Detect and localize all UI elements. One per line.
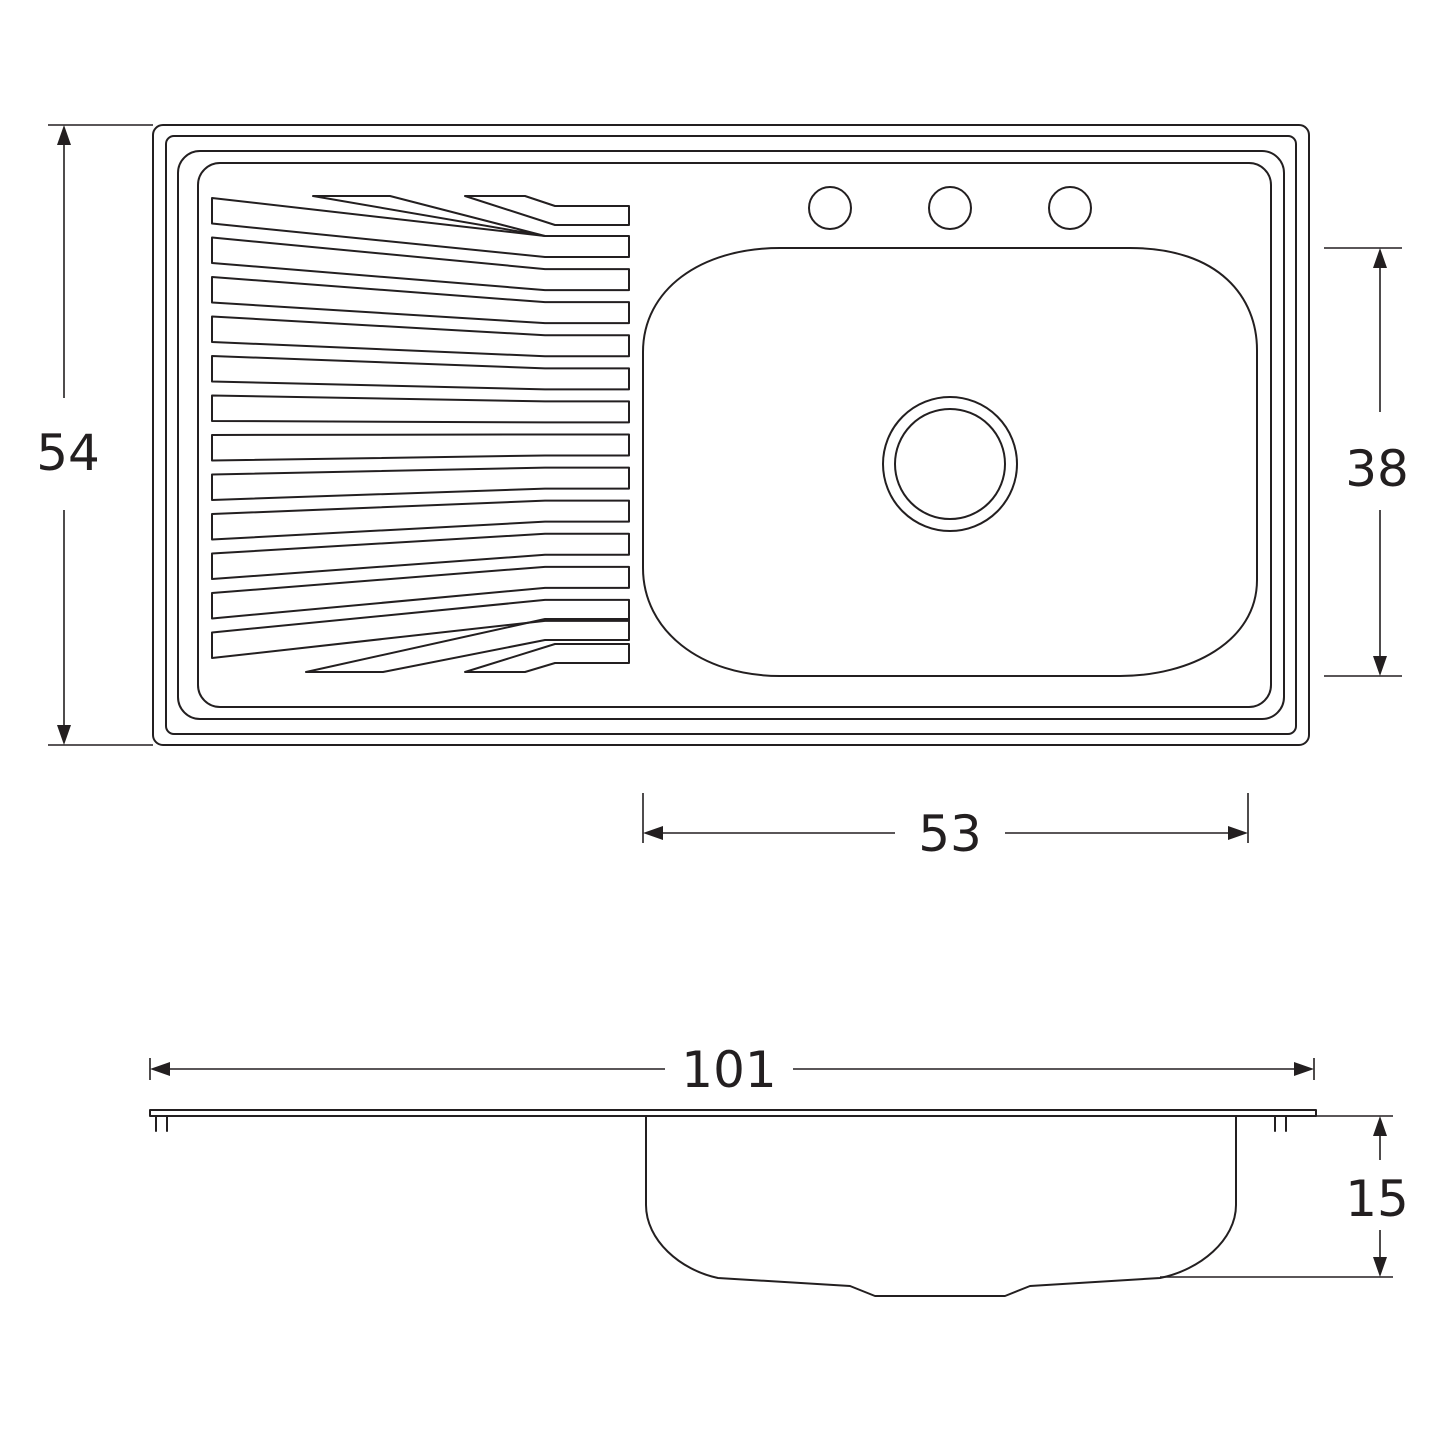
drain-inner xyxy=(894,408,1006,520)
drainboard-rib xyxy=(211,276,630,325)
tap-hole-1 xyxy=(808,186,852,230)
side-bowl-profile xyxy=(645,1115,1237,1297)
dimension-bowl-height: 15 xyxy=(1160,1115,1409,1278)
drainboard-rib xyxy=(211,433,630,462)
drainboard-rib xyxy=(211,565,630,620)
drainboard-rib xyxy=(211,236,630,292)
sink-deck xyxy=(177,150,1285,720)
drainboard-rib xyxy=(211,355,630,391)
dimension-label-bowl-width: 53 xyxy=(918,805,982,863)
sink-bowl xyxy=(642,247,1258,677)
sink-rim-inner xyxy=(165,135,1297,735)
dimension-overall-depth: 54 xyxy=(36,124,153,746)
drainboard-rib xyxy=(211,532,630,580)
drainboard-rib xyxy=(211,315,630,358)
drainboard-rib xyxy=(312,195,546,237)
dimension-bowl-width: 53 xyxy=(642,793,1249,863)
tap-hole-2 xyxy=(928,186,972,230)
sink-side-view xyxy=(149,1109,1317,1297)
dimension-label-bowl-height: 15 xyxy=(1345,1170,1409,1228)
drainboard-rib xyxy=(464,195,630,226)
drainboard-rib xyxy=(211,598,630,659)
dimension-bowl-depth: 38 xyxy=(1324,247,1409,677)
dimension-overall-width: 101 xyxy=(149,1041,1315,1099)
dimension-label-bowl-depth: 38 xyxy=(1345,440,1409,498)
tap-hole-3 xyxy=(1048,186,1092,230)
drainboard-rib xyxy=(211,499,630,541)
dimension-label-overall-width: 101 xyxy=(681,1041,776,1099)
drainboard-ribs xyxy=(211,195,630,673)
drainboard-rib xyxy=(305,618,630,673)
drainboard-rib xyxy=(211,394,630,424)
sink-deck-inner xyxy=(197,162,1272,708)
dimension-label-overall-depth: 54 xyxy=(36,424,100,482)
sink-outer-rim xyxy=(152,124,1310,746)
side-deck-plate xyxy=(149,1109,1317,1117)
drainboard-rib xyxy=(211,466,630,501)
drain-outer xyxy=(882,396,1018,532)
drainboard-rib xyxy=(464,643,630,673)
sink-top-view xyxy=(152,124,1310,746)
